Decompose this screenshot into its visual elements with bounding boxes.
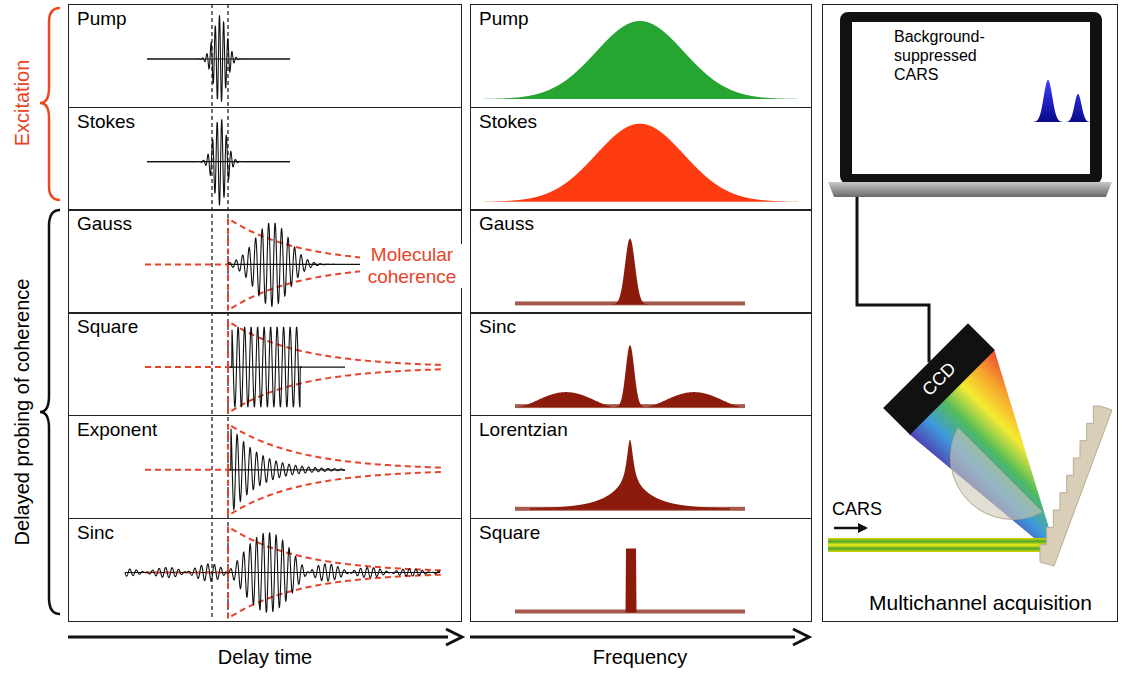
spectrum-panel: Square: [470, 518, 812, 622]
coherence-envelope: [145, 366, 228, 368]
spectrum-panel: Lorentzian: [470, 415, 812, 519]
pulse-waveform: [125, 533, 440, 612]
node-label: Exponent: [69, 416, 157, 441]
spectrum-shape: [530, 440, 730, 510]
laptop-base: [828, 182, 1112, 197]
pulse-waveform: [147, 15, 290, 101]
time-panel: Square: [68, 312, 462, 416]
time-axis: [68, 636, 448, 639]
frequency-axis: [470, 636, 795, 639]
node-label: Multichannel acquisition: [861, 587, 1079, 615]
ccd-detector: CCD: [883, 323, 995, 435]
time-panel: Pump: [68, 4, 462, 108]
node-label: Gauss: [69, 210, 132, 235]
node-label: Sinc: [471, 313, 516, 338]
axis-label: Frequency: [593, 646, 688, 669]
spectrum-panel: Sinc: [470, 312, 812, 416]
spectrum-panel: Stokes: [470, 107, 812, 211]
excitation-bracket: [40, 8, 60, 200]
laptop-screen: Background-suppressed CARS: [853, 23, 1091, 175]
frequency-axis-head: [793, 629, 809, 645]
axis-label: Delay time: [218, 646, 312, 669]
pulse-waveform: [228, 223, 335, 306]
coherence-envelope: [145, 263, 228, 265]
coherence-envelope: [228, 424, 444, 470]
spectrum-shape: [484, 21, 798, 99]
node-label: Square: [471, 519, 540, 544]
pulse-waveform: [147, 119, 290, 205]
spectrum-shape: [604, 238, 656, 304]
cars-spectrum-plot: [1022, 80, 1090, 122]
node-label: Pump: [471, 5, 529, 30]
coherence-envelope: [145, 469, 228, 471]
dispersed-spectrum: [909, 349, 1053, 543]
node-label: Square: [69, 313, 138, 338]
node-label: CCD: [918, 358, 960, 400]
group-bracket-label: Excitation: [11, 60, 34, 147]
node-label: Sinc: [69, 519, 114, 544]
spectrum-shape: [620, 549, 642, 613]
baseline: [228, 367, 345, 368]
pulse-waveform: [229, 429, 345, 510]
cars-beam: [828, 538, 1046, 552]
node-label: Background-suppressed CARS: [894, 27, 994, 84]
coherence-annotation: Molecular coherence: [360, 244, 464, 288]
focusing-lens: [951, 428, 1042, 519]
node-label: Gauss: [471, 210, 534, 235]
node-label: Stokes: [69, 108, 135, 133]
node-label: Lorentzian: [471, 416, 568, 441]
time-axis-head: [446, 629, 462, 645]
laptop-bezel: [840, 12, 1102, 184]
group-bracket-label: Delayed probing of coherence: [11, 279, 34, 546]
laptop-display: [852, 22, 1090, 174]
coherence-envelope: [228, 470, 444, 516]
beam-direction-arrow: [834, 527, 866, 530]
node-label: Stokes: [471, 108, 537, 133]
spectrum-shape: [516, 345, 744, 407]
time-panel: Stokes: [68, 107, 462, 211]
spectrum-shape: [484, 124, 798, 202]
time-panel: Sinc: [68, 518, 462, 622]
coherence-envelope: [228, 321, 444, 367]
node-label: Pump: [69, 5, 127, 30]
spectrum-panel: Gauss: [470, 209, 812, 313]
acquisition-panel: Multichannel acquisition Background-suppr…: [822, 4, 1118, 622]
cable: [857, 175, 929, 362]
diffraction-grating: [1040, 406, 1112, 566]
time-panel: Exponent: [68, 415, 462, 519]
probe-bracket: [40, 210, 60, 614]
coherence-envelope: [228, 527, 444, 573]
spectrum-panel: Pump: [470, 4, 812, 108]
beam-label: CARS: [832, 499, 882, 520]
pulse-waveform: [230, 327, 302, 406]
